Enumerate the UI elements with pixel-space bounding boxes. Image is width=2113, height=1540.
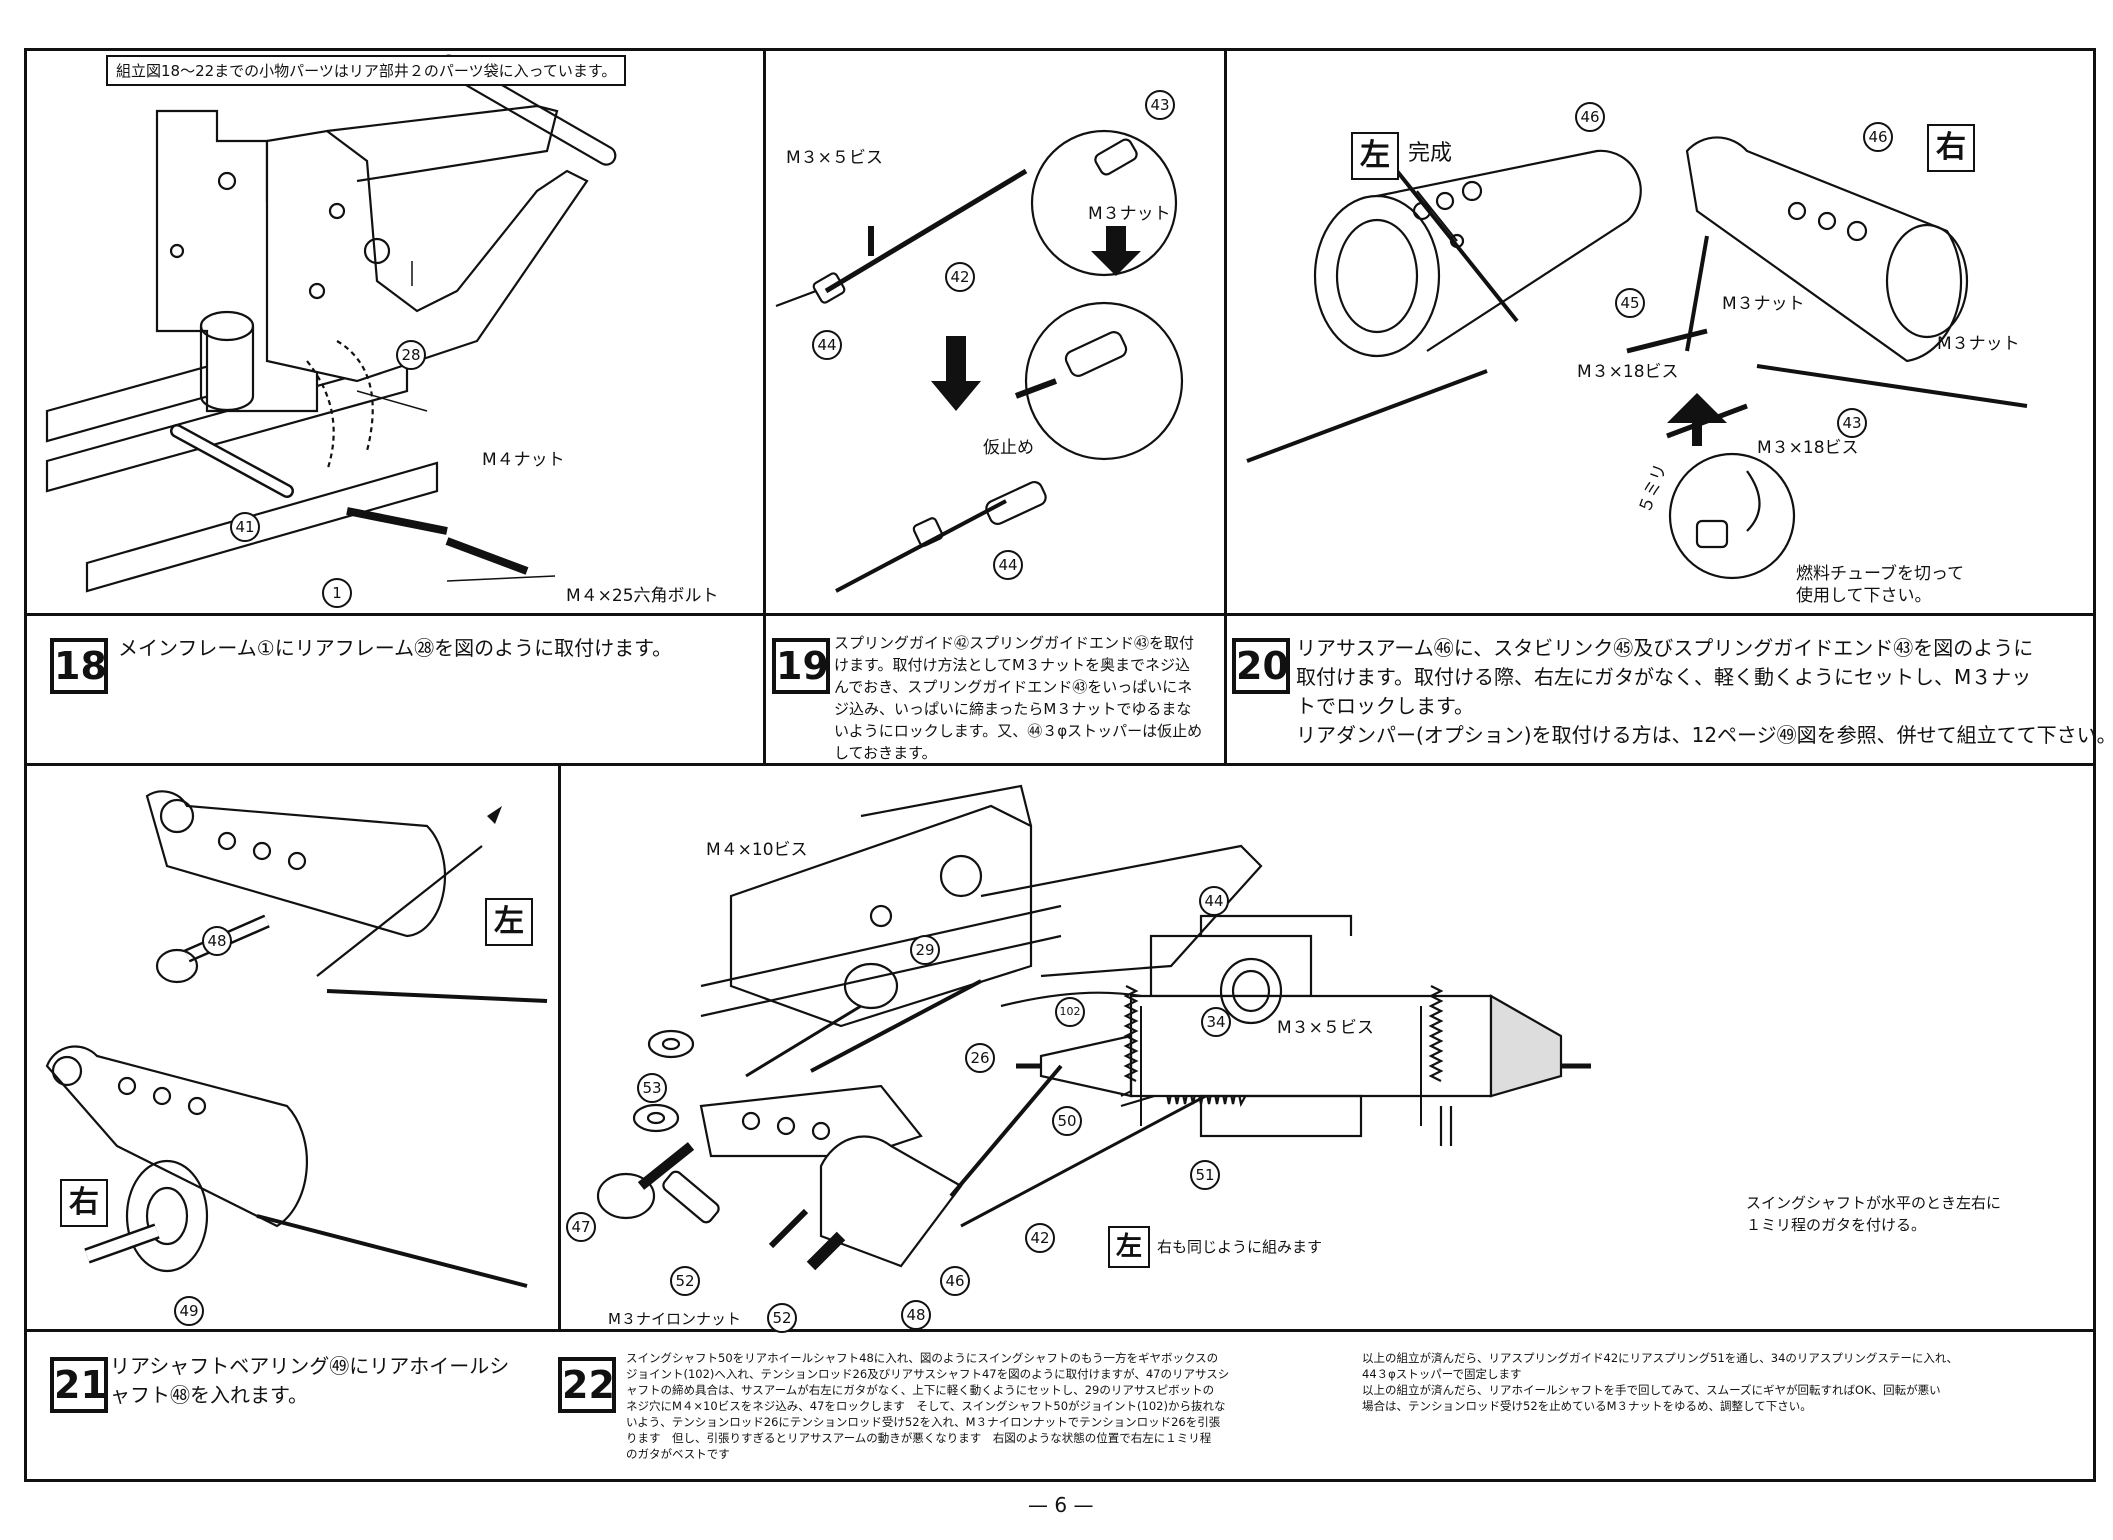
step-18-number: 18 bbox=[50, 638, 108, 694]
callout-part-51: 51 bbox=[1190, 1160, 1220, 1190]
callout-part-46a: 46 bbox=[1575, 102, 1605, 132]
step-19-number: 19 bbox=[772, 638, 830, 694]
callout-part-46-22: 46 bbox=[940, 1266, 970, 1296]
step-18-text: メインフレーム①にリアフレーム㉘を図のように取付けます。 bbox=[118, 636, 673, 660]
caption-swing-shaft-2: １ミリ程のガタを付ける。 bbox=[1746, 1216, 1927, 1234]
divider-row2-text bbox=[24, 1329, 2096, 1332]
label-left-side-20: 左 bbox=[1351, 132, 1399, 180]
label-same-on-right: 右も同じように組みます bbox=[1157, 1238, 1323, 1256]
step-22-text-right-4: 場合は、テンションロッド受け52を止めているM３ナットをゆるめ、調整して下さい。 bbox=[1362, 1399, 1812, 1413]
page-number: — 6 — bbox=[1028, 1493, 1094, 1517]
callout-part-44a: 44 bbox=[812, 330, 842, 360]
step19-illustration bbox=[775, 129, 1184, 593]
label-m3-nut: M３ナット bbox=[1088, 204, 1171, 224]
step-22-text-right-3: 以上の組立が済んだら、リアホイールシャフトを手で回してみて、スムーズにギヤが回転… bbox=[1362, 1383, 1941, 1397]
step18-illustration bbox=[45, 54, 617, 593]
step-21-line-2: ャフト㊽を入れます。 bbox=[110, 1383, 308, 1407]
callout-part-41: 41 bbox=[230, 512, 260, 542]
step-20-line-3: トでロックします。 bbox=[1296, 694, 1474, 718]
callout-part-43-20: 43 bbox=[1837, 408, 1867, 438]
label-fuel-tube-1: 燃料チューブを切って bbox=[1796, 564, 1965, 584]
callout-part-42-22: 42 bbox=[1025, 1223, 1055, 1253]
callout-part-28: 28 bbox=[396, 340, 426, 370]
label-m3x5-screw-22: M３×５ビス bbox=[1277, 1018, 1374, 1038]
label-completed: 完成 bbox=[1408, 141, 1453, 166]
callout-part-44b: 44 bbox=[993, 550, 1023, 580]
label-m3x18-screw-1: M３×18ビス bbox=[1577, 362, 1679, 382]
label-right-side-20: 右 bbox=[1927, 124, 1975, 172]
callout-part-44-22: 44 bbox=[1199, 886, 1229, 916]
step-20-line-1: リアサスアーム㊻に、スタビリンク㊺及びスプリングガイドエンド㊸を図のように bbox=[1296, 636, 2034, 660]
callout-part-43: 43 bbox=[1145, 90, 1175, 120]
label-fuel-tube-2: 使用して下さい。 bbox=[1796, 586, 1932, 606]
step20-illustration bbox=[1246, 136, 2028, 580]
step-22-text-left-1: スイングシャフト50をリアホイールシャフト48に入れ、図のようにスイングシャフト… bbox=[626, 1351, 1219, 1365]
callout-part-48: 48 bbox=[202, 926, 232, 956]
step-22-text-left-5: いよう、テンションロッド26にテンションロッド受け52を入れ、M３ナイロンナット… bbox=[626, 1415, 1221, 1429]
label-m4x25-bolt: M４×25六角ボルト bbox=[566, 586, 719, 606]
step-21-number: 21 bbox=[50, 1357, 108, 1413]
callout-part-26: 26 bbox=[965, 1043, 995, 1073]
label-m3x5-screw: M３×５ビス bbox=[786, 148, 883, 168]
label-m3-nut-1: M３ナット bbox=[1722, 294, 1805, 314]
step-20-line-2: 取付けます。取付ける際、右左にガタがなく、軽く動くようにセットし、M３ナッ bbox=[1296, 665, 2032, 689]
callout-part-52a: 52 bbox=[670, 1266, 700, 1296]
callout-part-46b: 46 bbox=[1863, 122, 1893, 152]
step-20-line-4: リアダンパー(オプション)を取付ける方は、12ページ㊾図を参照、併せて組立てて下… bbox=[1296, 723, 2113, 747]
label-m4x10-screw: M４×10ビス bbox=[706, 840, 808, 860]
callout-part-42: 42 bbox=[945, 262, 975, 292]
step21-illustration bbox=[45, 790, 548, 1288]
divider-top-row bbox=[24, 613, 2096, 616]
step-22-text-right-2: 44３φストッパーで固定します bbox=[1362, 1367, 1522, 1381]
label-m4-nut: M４ナット bbox=[482, 450, 565, 470]
callout-part-29: 29 bbox=[910, 935, 940, 965]
label-m3x18-screw-2: M３×18ビス bbox=[1757, 438, 1859, 458]
step-22-text-left-2: ジョイント(102)へ入れ、テンションロッド26及びリアサスシャフト47を図のよ… bbox=[626, 1367, 1230, 1381]
callout-part-48-22: 48 bbox=[901, 1300, 931, 1330]
divider-row2-col bbox=[558, 764, 561, 1331]
small-parts-notice: 組立図18〜22までの小物パーツはリア部井２のパーツ袋に入っています。 bbox=[106, 55, 627, 86]
divider-bottom-row bbox=[24, 763, 2096, 766]
label-m3-nut-2: M３ナット bbox=[1937, 334, 2020, 354]
callout-part-47: 47 bbox=[566, 1212, 596, 1242]
divider-col-1 bbox=[763, 48, 766, 764]
callout-part-53: 53 bbox=[637, 1073, 667, 1103]
step-21-line-1: リアシャフトベアリング㊾にリアホイールシ bbox=[110, 1354, 510, 1378]
label-left-side-22: 左 bbox=[1108, 1226, 1150, 1268]
step-19-text: スプリングガイド㊷スプリングガイドエンド㊸を取付けます。取付け方法としてM３ナッ… bbox=[834, 634, 1203, 762]
step-22-text-left-6: ります 但し、引張りすぎるとリアサスアームの動きが悪くなります 右図のような状態… bbox=[626, 1431, 1212, 1445]
callout-part-102: 102 bbox=[1055, 997, 1085, 1027]
label-m3-nylon-nut: M３ナイロンナット bbox=[608, 1310, 741, 1328]
callout-part-45: 45 bbox=[1615, 288, 1645, 318]
callout-part-50: 50 bbox=[1052, 1106, 1082, 1136]
step-22-number: 22 bbox=[558, 1357, 616, 1413]
callout-part-34: 34 bbox=[1201, 1007, 1231, 1037]
label-left-side-21: 左 bbox=[485, 898, 533, 946]
caption-swing-shaft-1: スイングシャフトが水平のとき左右に bbox=[1746, 1194, 2002, 1212]
step-20-number: 20 bbox=[1232, 638, 1290, 694]
callout-part-49: 49 bbox=[174, 1296, 204, 1326]
step-22-text-left-7: のガタがベストです bbox=[626, 1447, 730, 1461]
step-22-text-left-3: ャフトの締め具合は、サスアームが右左にガタがなく、上下に軽く動くようにセットし、… bbox=[626, 1383, 1215, 1397]
label-temporary-fix: 仮止め bbox=[983, 438, 1034, 458]
label-right-side-21: 右 bbox=[60, 1179, 108, 1227]
step-22-text-right-1: 以上の組立が済んだら、リアスプリングガイド42にリアスプリング51を通し、34の… bbox=[1362, 1351, 1959, 1365]
callout-part-52b: 52 bbox=[767, 1303, 797, 1333]
callout-part-1: 1 bbox=[322, 578, 352, 608]
divider-col-2 bbox=[1224, 48, 1227, 764]
step-22-text-left-4: ネジ穴にM４×10ビスをネジ込み、47をロックします そして、スイングシャフト5… bbox=[626, 1399, 1226, 1413]
